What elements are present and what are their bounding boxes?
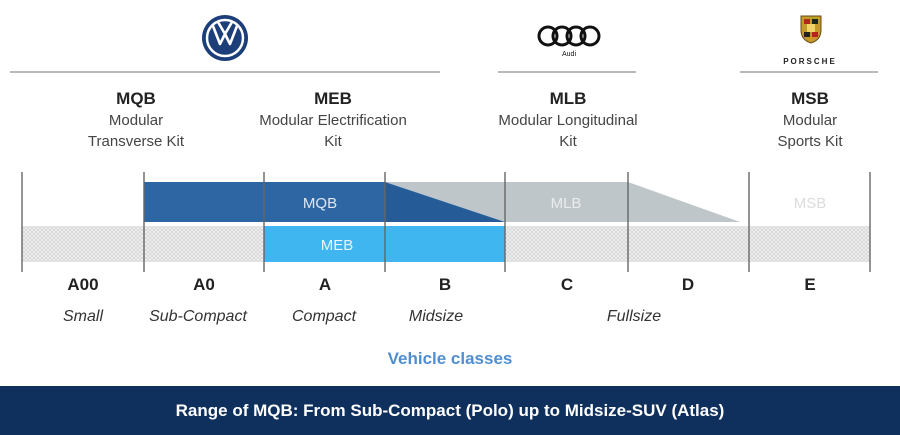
kit-desc-line: Kit bbox=[559, 133, 577, 150]
class-name-compact: Compact bbox=[291, 308, 357, 325]
class-name-small: Small bbox=[62, 308, 103, 325]
summary-banner: Range of MQB: From Sub-Compact (Polo) up… bbox=[0, 386, 900, 435]
porsche-logo-label: PORSCHE bbox=[783, 57, 837, 66]
vehicle-classes-title: Vehicle classes bbox=[387, 349, 513, 368]
kit-abbr: MSB bbox=[791, 89, 829, 108]
kit-msb: MSB Modular Sports Kit bbox=[750, 88, 870, 152]
class-code-c: C bbox=[560, 275, 574, 294]
audi-logo-label: Audi bbox=[561, 51, 576, 58]
kit-meb: MEB Modular Electrification Kit bbox=[233, 88, 433, 152]
class-code-a0: A0 bbox=[193, 275, 215, 294]
kit-abbr: MQB bbox=[116, 89, 156, 108]
class-name-midsize: Midsize bbox=[408, 308, 464, 325]
kit-abbr: MLB bbox=[549, 89, 587, 108]
class-code-a00: A00 bbox=[67, 275, 99, 294]
kit-mqb: MQB Modular Transverse Kit bbox=[56, 88, 216, 152]
kit-desc-line: Kit bbox=[324, 133, 342, 150]
platform-range-diagram: MQB MEB MLB MSB bbox=[21, 172, 871, 272]
msb-bar-label: MSB bbox=[794, 195, 827, 212]
class-code-d: D bbox=[681, 275, 695, 294]
porsche-logo-icon: PORSCHE bbox=[762, 14, 858, 66]
kit-desc-line: Modular bbox=[782, 112, 838, 129]
class-code-a: A bbox=[318, 275, 332, 294]
kit-mlb: MLB Modular Longitudinal Kit bbox=[473, 88, 663, 152]
meb-bar-label: MEB bbox=[321, 237, 354, 254]
kit-desc-line: Modular Electrification bbox=[259, 112, 407, 129]
audi-brand-line bbox=[498, 71, 636, 73]
mqb-bar-taper bbox=[385, 182, 505, 222]
kit-desc-line: Transverse Kit bbox=[87, 133, 185, 150]
audi-logo-icon: Audi bbox=[536, 24, 602, 58]
kit-desc-line: Modular bbox=[108, 112, 164, 129]
class-name-fullsize: Fullsize bbox=[606, 308, 662, 325]
kit-desc-line: Sports Kit bbox=[777, 133, 843, 150]
mlb-bar-body bbox=[505, 182, 628, 222]
volkswagen-logo-icon bbox=[201, 14, 249, 62]
kit-desc-line: Modular Longitudinal bbox=[498, 112, 638, 129]
class-code-b: B bbox=[438, 275, 452, 294]
summary-banner-text: Range of MQB: From Sub-Compact (Polo) up… bbox=[175, 400, 725, 420]
vw-brand-line bbox=[10, 71, 440, 73]
class-name-sub-compact: Sub-Compact bbox=[149, 308, 247, 325]
kit-abbr: MEB bbox=[314, 89, 352, 108]
mqb-bar-label: MQB bbox=[303, 195, 337, 212]
class-code-e: E bbox=[804, 275, 816, 294]
mlb-bar-label: MLB bbox=[551, 195, 582, 212]
class-dividers bbox=[21, 172, 871, 272]
porsche-brand-line bbox=[740, 71, 878, 73]
